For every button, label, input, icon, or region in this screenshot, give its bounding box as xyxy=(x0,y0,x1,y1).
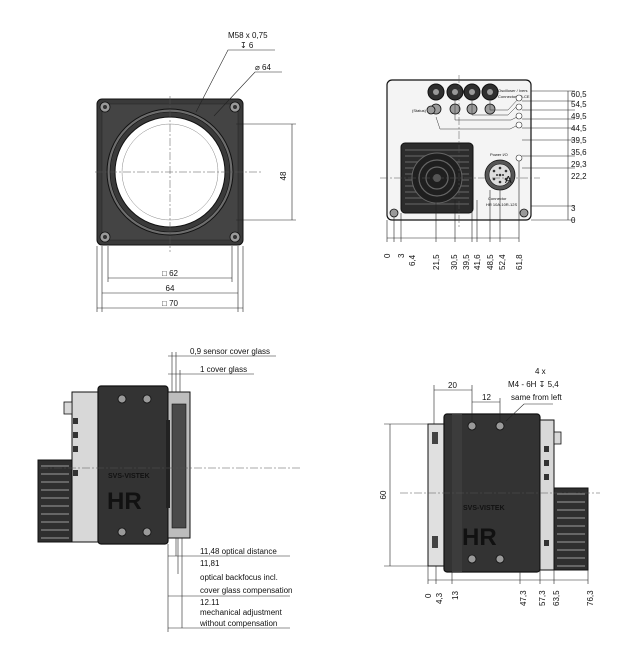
thread-label: M58 x 0,75 xyxy=(228,31,268,40)
body-screw xyxy=(142,394,152,404)
bottom-dim-6-4: 6,4 xyxy=(408,254,417,266)
thread-depth: ↧ 6 xyxy=(240,41,254,50)
corner-screw xyxy=(99,101,111,113)
body-screw xyxy=(117,527,127,537)
corner-screw xyxy=(229,231,241,243)
right-dim-3: 3 xyxy=(571,204,576,213)
height-48: 48 xyxy=(279,171,288,180)
mech-line2: without compensation xyxy=(199,619,277,628)
status-led xyxy=(426,105,436,115)
optical-distance: 11,48 optical distance xyxy=(200,547,277,556)
front-view: M58 x 0,75 ↧ 6 ⌀ 64 48 □ 62 64 □ 70 xyxy=(95,31,296,312)
same-from-left: same from left xyxy=(511,393,562,402)
back-view: (Status) Oscilloser / Ivers Connector TB… xyxy=(380,75,587,270)
bottom-dim-21-5: 21,5 xyxy=(432,254,441,270)
mount-screw xyxy=(495,421,505,431)
bottom-dim-61-8: 61,8 xyxy=(515,254,524,270)
bottom-dim-3: 3 xyxy=(397,253,406,258)
bottom-dim-30-5: 30,5 xyxy=(450,254,459,270)
top-bottom-dim-76-3: 76,3 xyxy=(586,590,595,606)
backfocus-line1: optical backfocus incl. xyxy=(200,573,278,582)
top-view: SVS-VISTEK HR 20 12 4 x M4 - 6H ↧ 5,4 sa… xyxy=(379,367,600,606)
right-dim-60-5: 60,5 xyxy=(571,90,587,99)
right-dim-35-6: 35,6 xyxy=(571,148,587,157)
top-brand-small: SVS-VISTEK xyxy=(463,505,505,512)
camera-body xyxy=(97,385,169,545)
dim-64: 64 xyxy=(166,284,175,293)
bottom-dim-39-5: 39,5 xyxy=(462,254,471,270)
right-dim-49-5: 49,5 xyxy=(571,112,587,121)
bottom-dim-0: 0 xyxy=(383,253,392,258)
corner-screw xyxy=(389,208,399,218)
thread-count: 4 x xyxy=(535,367,546,376)
height-60: 60 xyxy=(379,490,388,499)
bottom-dim-41-6: 41,6 xyxy=(473,254,482,270)
thread-spec: M4 - 6H ↧ 5,4 xyxy=(508,380,559,389)
backfocus-value: 11,81 xyxy=(200,559,220,568)
top-bottom-dim-4-3: 4,3 xyxy=(435,592,444,604)
right-dim-0: 0 xyxy=(571,216,576,225)
right-dim-39-5: 39,5 xyxy=(571,136,587,145)
dim-20: 20 xyxy=(448,381,457,390)
corner-screw xyxy=(229,101,241,113)
sensor-cover-glass: 0,9 sensor cover glass xyxy=(190,347,270,356)
backfocus-line2: cover glass compensation xyxy=(200,586,293,595)
top-bottom-dim-47-3: 47,3 xyxy=(519,590,528,606)
right-dim-44-5: 44,5 xyxy=(571,124,587,133)
cover-glass: 1 cover glass xyxy=(200,365,247,374)
mech-line1: mechanical adjustment xyxy=(200,608,283,617)
top-bottom-dim-63-5: 63,5 xyxy=(552,590,561,606)
top-bottom-dim-13: 13 xyxy=(451,591,460,600)
conn-label-5: HR 10A-10R-12S xyxy=(486,202,517,207)
brand-small: SVS-VISTEK xyxy=(108,473,150,480)
body-screw xyxy=(142,527,152,537)
dim-12: 12 xyxy=(482,393,491,402)
right-dim-54-5: 54,5 xyxy=(571,100,587,109)
top-brand-big: HR xyxy=(462,524,497,551)
conn-label-1: Oscilloser / Ivers xyxy=(498,88,528,93)
corner-screw xyxy=(519,208,529,218)
diameter-label: ⌀ 64 xyxy=(255,63,271,72)
side-view: SVS-VISTEK HR 0,9 sensor cover glass 1 c… xyxy=(37,347,300,632)
mount-screw xyxy=(467,554,477,564)
right-dim-29-3: 29,3 xyxy=(571,160,587,169)
conn-label-2: Connector TB-CE xyxy=(498,94,530,99)
right-dim-22-2: 22,2 xyxy=(571,172,587,181)
mount-screw xyxy=(467,421,477,431)
corner-screw xyxy=(99,231,111,243)
body-screw xyxy=(117,394,127,404)
top-bottom-dim-57-3: 57,3 xyxy=(538,590,547,606)
mech-value: 12.11 xyxy=(200,598,220,607)
bottom-dim-48-5: 48,5 xyxy=(486,254,495,270)
mount-screw xyxy=(495,554,505,564)
top-bottom-dim-0: 0 xyxy=(424,593,433,598)
bottom-dim-52-4: 52,4 xyxy=(498,254,507,270)
dim-square-70: □ 70 xyxy=(162,299,179,308)
brand-big: HR xyxy=(107,488,142,515)
conn-label-3: Power I/O xyxy=(490,152,508,157)
dim-square-62: □ 62 xyxy=(162,269,179,278)
conn-label-4: Connector xyxy=(488,196,507,201)
marker-a: A xyxy=(505,175,512,186)
conn-label-status: (Status) xyxy=(412,108,427,113)
